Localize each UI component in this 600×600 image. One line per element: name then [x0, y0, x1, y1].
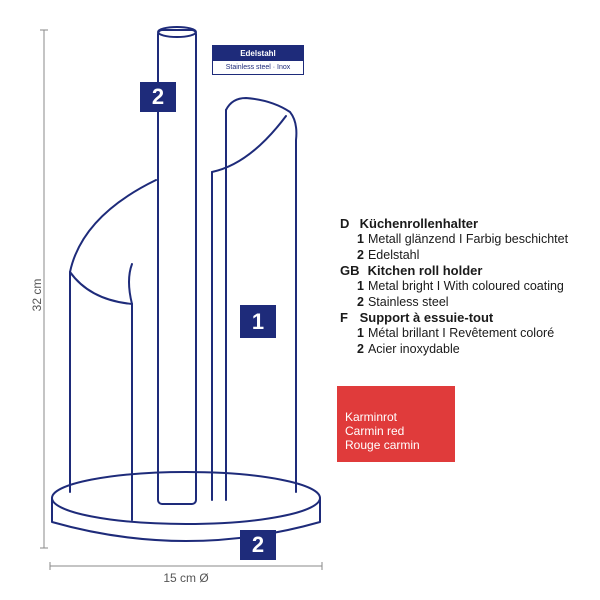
callout-base: 2 [240, 530, 276, 560]
height-dimension-label: 32 cm [30, 278, 44, 312]
legend-item-text: Edelstahl [367, 247, 420, 262]
diameter-dimension-label: 15 cm Ø [163, 571, 209, 585]
legend-item-number: 2 [357, 247, 364, 262]
legend-item-text: Métal brillant I Revêtement coloré [367, 326, 555, 340]
color-name-fr: Rouge carmin [345, 438, 420, 452]
language-code: F [340, 310, 348, 325]
base-plate [51, 471, 321, 542]
language-code: D [340, 216, 350, 231]
legend-item-text: Metal bright I With coloured coating [367, 279, 564, 293]
legend-item-number: 2 [357, 294, 364, 309]
height-dimension-line [40, 29, 48, 549]
language-code: GB [340, 263, 360, 278]
legend-item-number: 1 [357, 232, 364, 246]
color-name-en: Carmin red [345, 424, 405, 438]
legend-heading: F Support à essuie-tout [340, 310, 590, 326]
legend-heading: D Küchenrollenhalter [340, 216, 590, 232]
legend-item-number: 1 [357, 279, 364, 293]
legend-title: Kitchen roll holder [367, 263, 483, 278]
legend-item-number: 1 [357, 326, 364, 340]
color-name-de: Karminrot [345, 410, 398, 424]
material-tag-title: Edelstahl [213, 46, 303, 61]
legend-item-text: Metall glänzend I Farbig beschichtet [367, 232, 569, 246]
color-swatch-names: Karminrot Carmin red Rouge carmin [345, 410, 420, 452]
roll-holder-body [69, 97, 298, 521]
legend-item-text: Stainless steel [367, 294, 449, 309]
callout-body: 1 [240, 305, 276, 338]
material-tag: Edelstahl Stainless steel · Inox [212, 45, 304, 75]
legend-item-text: Acier inoxydable [367, 341, 460, 356]
material-tag-subtitle: Stainless steel · Inox [225, 64, 291, 71]
legend-item-number: 2 [357, 341, 364, 356]
color-swatch: Karminrot Carmin red Rouge carmin [337, 386, 455, 462]
diameter-dimension-line [49, 562, 323, 570]
center-pole [157, 26, 197, 505]
legend-title: Küchenrollenhalter [359, 216, 479, 231]
legend-heading: GB Kitchen roll holder [340, 263, 590, 279]
callout-pole: 2 [140, 82, 176, 112]
legend-title: Support à essuie-tout [359, 310, 494, 325]
